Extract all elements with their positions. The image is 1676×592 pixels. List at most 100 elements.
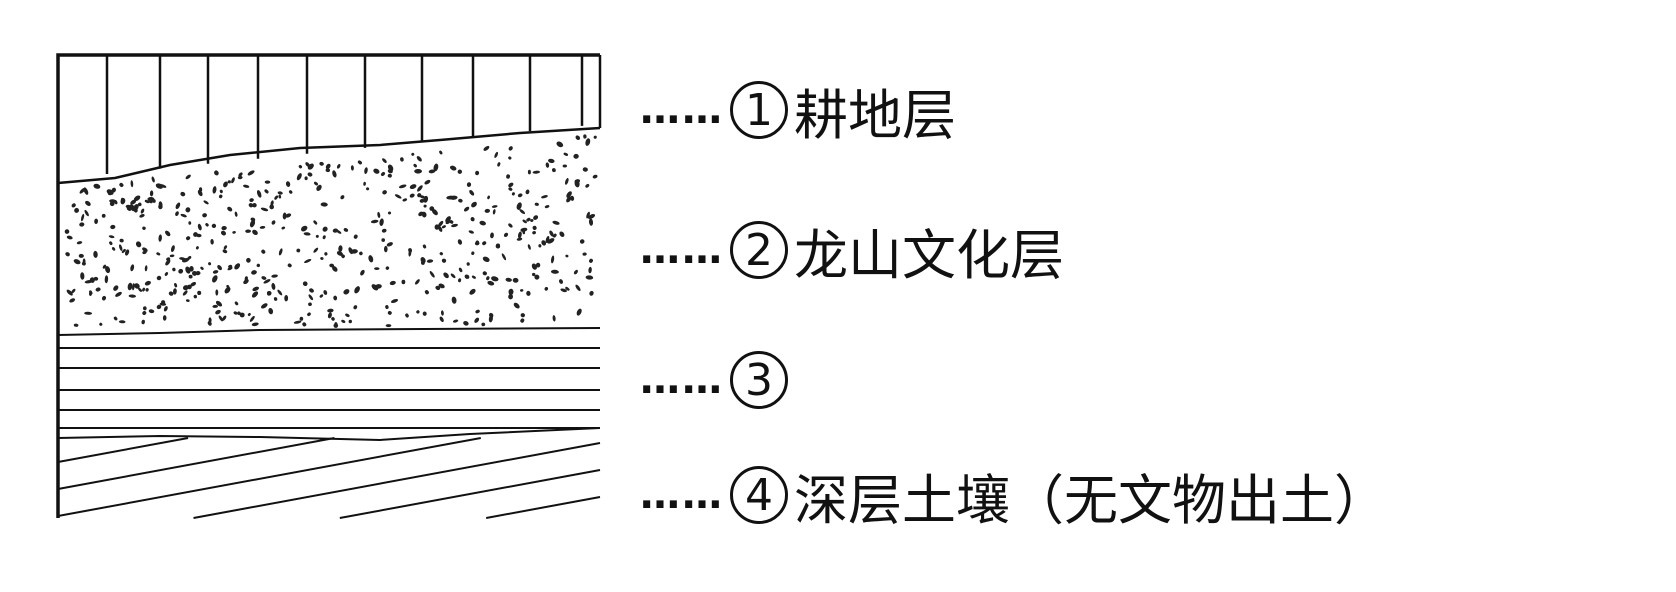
soil-dot <box>494 151 499 158</box>
soil-dot <box>218 194 223 199</box>
soil-dot <box>544 286 549 291</box>
soil-dot <box>341 319 346 324</box>
slanted-stratum-line <box>57 437 481 517</box>
soil-dot <box>573 153 579 159</box>
soil-dot <box>227 266 233 271</box>
circled-number: 1 <box>730 81 788 139</box>
soil-dot <box>405 313 409 318</box>
soil-dot <box>261 276 267 280</box>
soil-dot <box>174 282 178 288</box>
soil-dot <box>264 180 271 184</box>
soil-dot <box>203 200 209 205</box>
soil-dot <box>207 321 212 326</box>
soil-dot <box>438 283 445 289</box>
soil-dot <box>497 162 501 167</box>
soil-dot <box>491 276 499 282</box>
soil-dot <box>233 311 238 315</box>
soil-dot <box>435 285 441 291</box>
soil-dot <box>277 289 283 296</box>
soil-dot <box>142 287 146 292</box>
soil-dot <box>215 309 221 315</box>
soil-dot <box>366 187 370 191</box>
soil-dot <box>582 252 587 256</box>
soil-dot <box>385 305 389 309</box>
soil-dot <box>422 311 427 316</box>
soil-dot <box>145 288 149 292</box>
soil-dot <box>417 185 423 192</box>
soil-dot <box>221 225 227 231</box>
soil-dot <box>159 184 167 188</box>
soil-dot <box>541 195 548 199</box>
soil-dot <box>278 194 282 199</box>
soil-dot <box>325 163 331 170</box>
layer-boundary <box>57 427 601 442</box>
soil-dot <box>381 238 386 242</box>
soil-dot <box>380 171 386 177</box>
soil-dot <box>526 217 531 222</box>
soil-dot <box>464 274 470 279</box>
soil-dot <box>243 279 249 285</box>
soil-dot <box>105 266 111 274</box>
soil-dot <box>564 178 569 185</box>
soil-dot <box>234 301 239 306</box>
soil-dot <box>81 261 86 266</box>
soil-dot <box>479 220 486 226</box>
soil-dot <box>357 160 362 165</box>
soil-dot <box>588 266 592 274</box>
soil-dot <box>261 303 268 309</box>
soil-dot <box>218 315 223 322</box>
soil-dot <box>333 295 338 301</box>
soil-dot <box>382 158 387 163</box>
layer-label-1: …… 1 耕地层 <box>640 75 956 147</box>
soil-dot <box>142 250 147 255</box>
soil-dot <box>119 238 124 243</box>
soil-dot <box>573 269 578 275</box>
soil-dot <box>541 240 547 246</box>
soil-dot <box>414 169 422 174</box>
soil-dot <box>501 253 507 261</box>
soil-dot <box>220 230 227 236</box>
soil-dot <box>120 197 126 203</box>
soil-dot <box>269 204 275 210</box>
soil-dot <box>271 220 276 225</box>
soil-dot <box>481 322 486 327</box>
leader-dots: …… <box>640 357 724 403</box>
soil-dot <box>115 291 122 297</box>
soil-dot <box>159 302 167 306</box>
soil-dot <box>466 182 472 187</box>
soil-dot <box>550 255 555 264</box>
soil-dot <box>119 182 124 187</box>
soil-dot <box>516 202 522 210</box>
soil-dot <box>532 170 540 174</box>
soil-dot <box>452 319 459 323</box>
soil-dot <box>525 189 530 195</box>
soil-dot <box>202 213 207 218</box>
soil-dot <box>89 290 93 295</box>
soil-dot <box>375 284 382 289</box>
soil-dot <box>163 306 168 312</box>
soil-dot <box>324 252 328 256</box>
layer-name: 龙山文化层 <box>794 223 1064 287</box>
soil-dot <box>319 161 324 166</box>
soil-dot <box>287 263 292 268</box>
soil-dot <box>416 156 422 162</box>
soil-dot <box>387 164 394 172</box>
soil-dot <box>488 315 493 323</box>
soil-dot <box>170 245 175 252</box>
soil-dot <box>566 191 572 198</box>
soil-dot <box>422 244 427 249</box>
leader-dots: …… <box>640 227 724 273</box>
soil-dot <box>83 187 89 195</box>
soil-dot <box>284 295 289 302</box>
soil-dot <box>520 318 525 323</box>
soil-dot <box>327 312 332 319</box>
soil-dot <box>195 246 199 250</box>
soil-dot <box>486 276 490 281</box>
soil-dot <box>474 241 480 246</box>
soil-dot <box>565 286 570 291</box>
soil-dot <box>121 249 126 253</box>
soil-dot <box>420 260 425 265</box>
soil-dot <box>282 212 287 220</box>
soil-dot <box>379 218 384 226</box>
soil-dot <box>505 277 512 282</box>
